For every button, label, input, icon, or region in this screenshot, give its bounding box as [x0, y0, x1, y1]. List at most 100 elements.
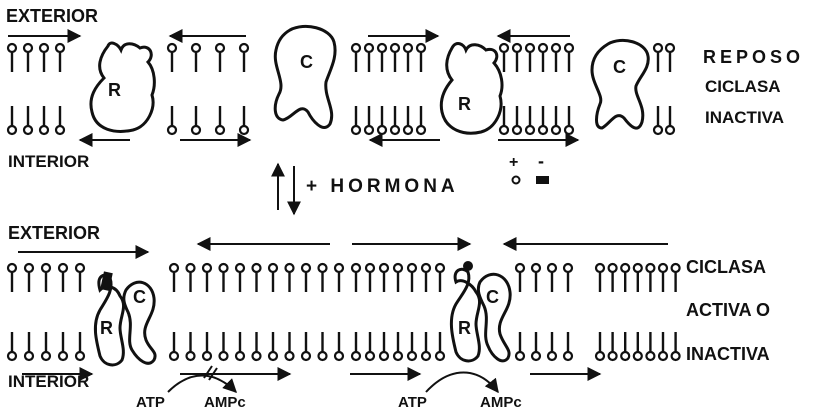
lipid-head: [168, 44, 176, 52]
lipid-head: [42, 352, 50, 360]
lipid-head: [187, 352, 195, 360]
lipid-head: [352, 126, 360, 134]
exterior-label-top: EXTERIOR: [6, 6, 98, 27]
minus-sign: -: [538, 151, 544, 172]
lipid-head: [548, 352, 556, 360]
interior-label-bottom: INTERIOR: [8, 372, 89, 392]
atp-label: ATP: [136, 394, 165, 411]
state-label-top-1: REPOSO: [703, 47, 804, 68]
lipid-head: [532, 264, 540, 272]
lipid-head: [539, 126, 547, 134]
lipid-head: [203, 264, 211, 272]
reaction-arrow: [168, 376, 236, 393]
lipid-head: [335, 264, 343, 272]
lipid-head: [394, 264, 402, 272]
lipid-head: [269, 264, 277, 272]
ampc-label: AMPc: [480, 394, 522, 411]
lipid-head: [24, 126, 32, 134]
lipid-head: [417, 126, 425, 134]
lipid-head: [56, 44, 64, 52]
lipid-head: [192, 126, 200, 134]
lipid-head: [216, 44, 224, 52]
lipid-head: [365, 44, 373, 52]
lipid-head: [513, 44, 521, 52]
lipid-head: [634, 352, 642, 360]
negative-charge-mark: [536, 176, 549, 184]
lipid-head: [8, 126, 16, 134]
lipid-head: [564, 264, 572, 272]
lipid-head: [216, 126, 224, 134]
cyclase-shape: [592, 40, 648, 128]
lipid-head: [170, 264, 178, 272]
receptor-shape: [451, 269, 479, 361]
lipid-head: [269, 352, 277, 360]
cyclase-shape: [275, 26, 335, 127]
lipid-head: [25, 352, 33, 360]
receptor-label: R: [458, 318, 471, 339]
lipid-head: [365, 126, 373, 134]
lipid-head: [565, 126, 573, 134]
lipid-head: [513, 126, 521, 134]
exterior-label-bottom: EXTERIOR: [8, 223, 100, 244]
lipid-head: [168, 126, 176, 134]
lipid-head: [404, 44, 412, 52]
lipid-head: [25, 264, 33, 272]
lipid-head: [500, 126, 508, 134]
lipid-head: [552, 44, 560, 52]
lipid-head: [187, 264, 195, 272]
lipid-head: [286, 352, 294, 360]
lipid-head: [654, 44, 662, 52]
lipid-head: [596, 352, 604, 360]
lipid-head: [659, 352, 667, 360]
lipid-head: [40, 44, 48, 52]
state-label-bottom-2: ACTIVA O: [686, 300, 770, 321]
lipid-head: [59, 264, 67, 272]
lipid-head: [565, 44, 573, 52]
lipid-head: [40, 126, 48, 134]
lipid-head: [391, 126, 399, 134]
lipid-head: [516, 352, 524, 360]
lipid-head: [552, 126, 560, 134]
state-label-bottom-1: CICLASA: [686, 257, 766, 278]
lipid-head: [391, 44, 399, 52]
lipid-head: [621, 264, 629, 272]
lipid-head: [417, 44, 425, 52]
lipid-head: [596, 264, 604, 272]
lipid-head: [319, 352, 327, 360]
lipid-head: [286, 264, 294, 272]
interior-label-top: INTERIOR: [8, 152, 89, 172]
lipid-head: [220, 264, 228, 272]
lipid-head: [302, 264, 310, 272]
lipid-head: [42, 264, 50, 272]
lipid-head: [408, 264, 416, 272]
lipid-head: [564, 352, 572, 360]
state-label-top-2: CICLASA: [705, 77, 781, 97]
lipid-head: [240, 126, 248, 134]
lipid-head: [666, 126, 674, 134]
lipid-head: [8, 264, 16, 272]
cyclase-label: C: [613, 57, 626, 78]
cyclase-label: C: [486, 287, 499, 308]
lipid-head: [404, 126, 412, 134]
lipid-head: [539, 44, 547, 52]
lipid-head: [192, 44, 200, 52]
lipid-head: [352, 44, 360, 52]
lipid-head: [253, 352, 261, 360]
lipid-head: [526, 126, 534, 134]
atp-label: ATP: [398, 394, 427, 411]
lipid-head: [646, 264, 654, 272]
lipid-head: [548, 264, 556, 272]
lipid-head: [240, 44, 248, 52]
lipid-head: [634, 264, 642, 272]
lipid-head: [672, 352, 680, 360]
ampc-label: AMPc: [204, 394, 246, 411]
lipid-head: [378, 126, 386, 134]
receptor-shape: [441, 44, 502, 134]
lipid-head: [170, 352, 178, 360]
lipid-head: [408, 352, 416, 360]
lipid-head: [609, 264, 617, 272]
lipid-head: [366, 264, 374, 272]
lipid-head: [24, 44, 32, 52]
receptor-label: R: [458, 94, 471, 115]
lipid-head: [380, 264, 388, 272]
